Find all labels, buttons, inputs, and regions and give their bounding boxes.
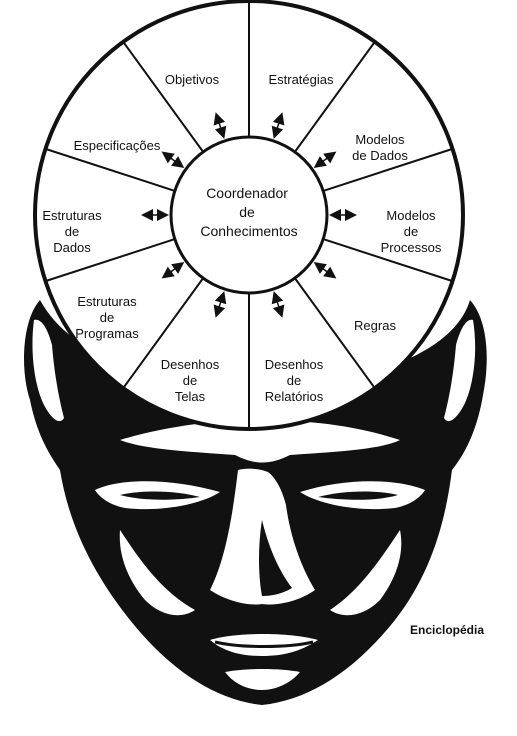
segment-label-line: Programas — [75, 326, 139, 341]
segment-label-line: Processos — [381, 240, 442, 255]
segment-label-line: de — [100, 310, 114, 325]
center-label-line: Coordenador — [206, 185, 288, 201]
segment-label-line: de — [404, 224, 418, 239]
segment-label-line: Desenhos — [161, 357, 220, 372]
segment-label-line: Estratégias — [268, 72, 334, 87]
segment-label-line: Estruturas — [77, 294, 137, 309]
segment-label-line: Relatórios — [265, 389, 324, 404]
segment-label-line: Especificações — [74, 138, 161, 153]
segment-label-line: Desenhos — [265, 357, 324, 372]
segment-label-especificacoes: Especificações — [74, 138, 161, 153]
segment-label-line: de — [183, 373, 197, 388]
segment-label-line: Telas — [175, 389, 206, 404]
center-label-line: de — [239, 204, 255, 220]
segment-label-line: de — [287, 373, 301, 388]
segment-label-line: Dados — [53, 240, 91, 255]
segment-label-estrategias: Estratégias — [268, 72, 334, 87]
center-label-line: Conhecimentos — [200, 223, 297, 239]
caption-enciclopedia: Enciclopédia — [410, 623, 484, 637]
segment-label-line: de Dados — [352, 148, 408, 163]
segment-label-objetivos: Objetivos — [165, 72, 220, 87]
segment-label-line: Modelos — [355, 132, 405, 147]
segment-label-regras: Regras — [354, 318, 396, 333]
segment-label-line: Objetivos — [165, 72, 220, 87]
segment-label-line: de — [65, 224, 79, 239]
segment-label-line: Modelos — [386, 208, 436, 223]
segment-label-line: Regras — [354, 318, 396, 333]
segment-label-line: Estruturas — [42, 208, 102, 223]
